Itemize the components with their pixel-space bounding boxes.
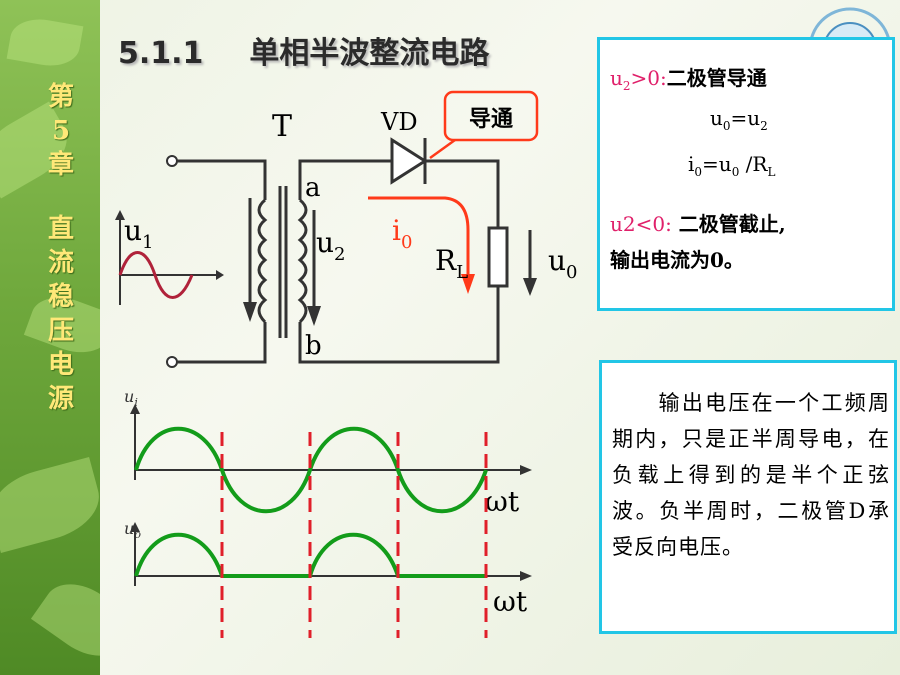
chapter-label: 第 5 章 直 流 稳 压 电 源 — [46, 80, 76, 416]
equation-current: i0=u0 /RL — [688, 152, 776, 179]
output-voltage-label: u0 — [548, 244, 578, 283]
node-a-label: a — [305, 173, 321, 203]
diode-label: VD — [380, 108, 418, 136]
current-path — [368, 196, 470, 280]
callout-text: 导通 — [469, 106, 513, 132]
chapter-char: 章 — [47, 150, 74, 180]
secondary-voltage-label: u2 — [316, 226, 346, 265]
condition-positive: u2>0:二极管导通 — [610, 66, 767, 93]
transformer-label: T — [272, 109, 292, 144]
input-terminal-bottom — [166, 356, 178, 368]
chapter-name-char: 压 — [47, 316, 74, 346]
chapter-name-char: 电 — [47, 350, 74, 380]
condition-negative-line2: 输出电流为0。 — [610, 248, 744, 272]
diode-icon — [390, 137, 428, 185]
chapter-name-char: 稳 — [47, 282, 74, 312]
section-title: 单相半波整流电路 — [249, 36, 490, 71]
equation-voltage: u0=u2 — [710, 106, 768, 133]
bottom-axis-label: uo — [124, 519, 141, 541]
input-voltage-label: u1 — [124, 214, 154, 253]
input-sine-wave — [118, 251, 194, 299]
current-label: i0 — [392, 214, 412, 253]
input-waveform — [134, 426, 488, 514]
chapter-name-char: 流 — [47, 248, 74, 278]
node-b-label: b — [305, 331, 322, 361]
chapter-name-char: 直 — [47, 214, 74, 244]
chapter-name-char: 源 — [47, 384, 74, 414]
explanation-box: 输出电压在一个工频周期内，只是正半周导电，在负载上得到的是半个正弦波。负半周时，… — [599, 360, 897, 634]
section-number: 5.1.1 — [118, 36, 204, 71]
bottom-time-label: ωt — [493, 585, 528, 618]
explanation-text: 输出电压在一个工频周期内，只是正半周导电，在负载上得到的是半个正弦波。负半周时，… — [612, 391, 890, 559]
top-time-label: ωt — [485, 485, 520, 518]
primary-coil — [257, 198, 268, 324]
conduction-conditions-box: u2>0:二极管导通 u0=u2 i0=u0 /RL u2<0: 二极管截止, … — [597, 37, 895, 311]
top-axis-label: ui — [124, 387, 138, 409]
load-label: RL — [435, 244, 468, 283]
load-resistor — [487, 226, 509, 288]
circuit-diagram: 导通 T VD a b u1 u2 i0 RL u0 — [115, 90, 578, 368]
conduction-callout — [443, 90, 539, 142]
condition-negative: u2<0: 二极管截止, — [610, 212, 786, 236]
waveform-diagram: ui ωt uo ωt — [124, 387, 532, 638]
page-title: 5.1.1 单相半波整流电路 — [118, 28, 489, 72]
input-terminal-top — [166, 155, 178, 167]
sidebar: 第 5 章 直 流 稳 压 电 源 — [0, 0, 100, 675]
chapter-char: 5 — [51, 116, 71, 146]
chapter-char: 第 — [47, 82, 74, 112]
secondary-coil — [297, 198, 308, 324]
